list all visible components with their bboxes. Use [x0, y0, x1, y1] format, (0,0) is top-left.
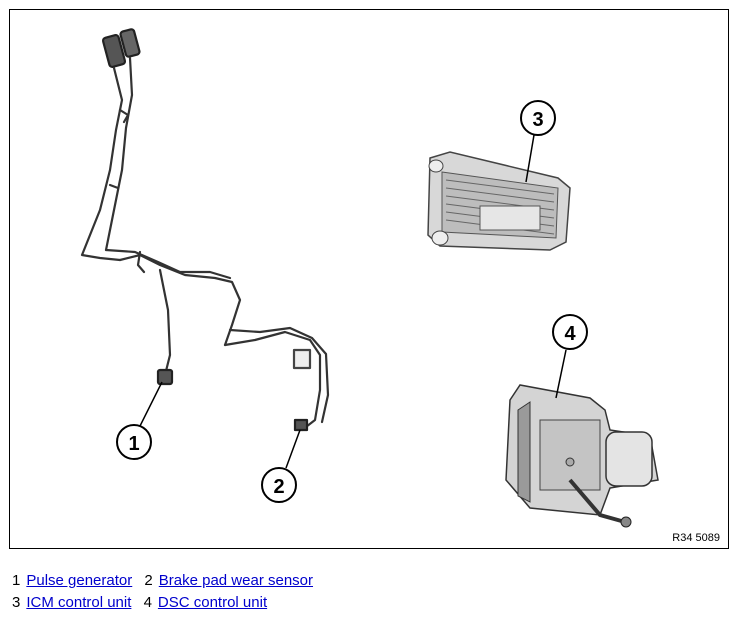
legend-link-dsc-control-unit[interactable]: DSC control unit — [157, 594, 268, 611]
dsc-control-unit-illustration — [505, 384, 659, 528]
component-diagram: 1 2 3 4 — [80, 28, 659, 528]
wiring-harness-illustration — [80, 28, 330, 432]
legend-number-3: 3 — [12, 594, 21, 611]
callout-4: 4 — [552, 314, 588, 399]
callout-3: 3 — [520, 100, 556, 183]
callout-2: 2 — [261, 429, 301, 503]
callout-1: 1 — [116, 381, 163, 460]
callout-4-label: 4 — [564, 323, 576, 345]
figure-reference-code: R34 5089 — [672, 532, 720, 544]
legend-number-2: 2 — [144, 572, 153, 589]
legend-link-pulse-generator[interactable]: Pulse generator — [26, 572, 133, 589]
callout-2-label: 2 — [273, 476, 284, 498]
legend-number-1: 1 — [12, 572, 21, 589]
icm-control-unit-illustration — [427, 151, 571, 251]
legend-link-icm-control-unit[interactable]: ICM control unit — [26, 594, 132, 611]
callout-3-label: 3 — [532, 109, 543, 131]
legend-number-4: 4 — [143, 594, 152, 611]
callout-1-label: 1 — [128, 433, 139, 455]
legend-row: 1 Pulse generator 2 Brake pad wear sensor — [12, 570, 321, 592]
legend-link-brake-pad-wear-sensor[interactable]: Brake pad wear sensor — [158, 572, 314, 589]
legend-row: 3 ICM control unit 4 DSC control unit — [12, 592, 321, 614]
figure-frame: 1 2 3 4 R34 5089 — [9, 9, 729, 549]
